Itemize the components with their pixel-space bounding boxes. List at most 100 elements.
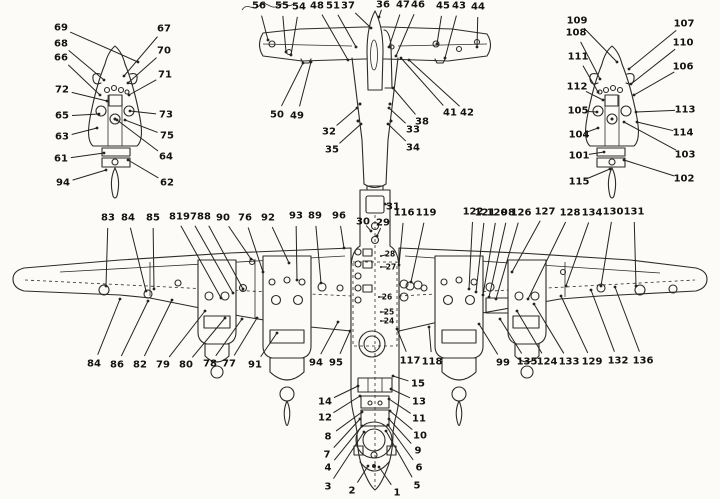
leader-line-126 (495, 222, 519, 300)
callout-80: 80 (179, 360, 193, 371)
leader-line-34 (387, 123, 407, 142)
callout-75: 75 (160, 131, 174, 142)
leader-dot-55 (284, 50, 288, 54)
handwritten-mark (241, 3, 294, 11)
callout-7: 7 (324, 450, 331, 461)
callout-126: 126 (511, 208, 532, 219)
leader-line-49 (299, 61, 312, 107)
leader-line-90 (228, 225, 252, 260)
leader-line-73 (129, 110, 157, 115)
leader-line-5 (385, 430, 413, 478)
leader-line-48 (321, 14, 349, 61)
callout-136: 136 (633, 356, 654, 367)
leader-dot-56 (266, 38, 270, 42)
leader-line-4 (333, 425, 363, 461)
leader-dot-112 (601, 98, 605, 102)
leader-dot-109 (615, 60, 619, 64)
callout-115: 115 (569, 177, 590, 188)
tail-cone-right (385, 57, 399, 185)
callout-124: 124 (537, 357, 558, 368)
callout-104: 104 (569, 130, 590, 141)
leader-dot-128 (526, 297, 530, 301)
leader-dot-28 (380, 255, 382, 257)
leader-line-32 (336, 107, 358, 126)
leader-line-38 (392, 87, 416, 115)
callout-88: 88 (197, 212, 211, 223)
leader-dot-4 (360, 424, 364, 428)
callout-68: 68 (54, 39, 68, 50)
leader-dot-15 (391, 374, 395, 378)
callout-114: 114 (673, 128, 694, 139)
leader-dot-108 (598, 77, 602, 81)
leader-line-109 (583, 27, 618, 63)
leader-dot-81 (219, 296, 223, 300)
leader-dot-41 (399, 56, 403, 60)
leader-line-121 (475, 222, 485, 293)
leader-dot-14 (356, 384, 360, 388)
leader-dot-98 (487, 295, 491, 299)
leader-line-65 (71, 113, 100, 116)
leader-dot-30 (369, 229, 373, 233)
callout-134: 134 (582, 208, 603, 219)
leader-line-105 (585, 110, 598, 113)
callout-110: 110 (673, 38, 694, 49)
leader-line-75 (124, 119, 158, 133)
leader-line-86 (120, 300, 149, 357)
leader-line-51 (337, 14, 357, 48)
rudder-fairing (383, 29, 393, 89)
leader-dot-136 (613, 285, 617, 289)
leader-line-85 (152, 227, 155, 290)
callout-81: 81 (169, 212, 183, 223)
right-wing-outline (398, 247, 708, 332)
leader-dot-96 (342, 246, 346, 250)
leader-line-79 (168, 310, 206, 358)
leader-dot-63 (95, 126, 99, 130)
leader-line-66 (67, 64, 101, 96)
callout-94: 94 (56, 178, 70, 189)
leader-dot-54 (289, 53, 293, 57)
callout-91: 91 (248, 360, 262, 371)
leader-dot-51 (354, 45, 358, 49)
leader-line-107 (628, 29, 677, 70)
leader-line-134 (565, 222, 590, 287)
callout-50: 50 (270, 110, 284, 121)
leader-dot-33 (387, 106, 391, 110)
callout-9: 9 (415, 446, 422, 457)
nose-dome (359, 461, 390, 472)
leader-line-13 (390, 388, 411, 399)
leader-dot-7 (358, 417, 362, 421)
callout-107: 107 (674, 19, 695, 30)
callout-82: 82 (133, 360, 147, 371)
callout-3: 3 (325, 482, 332, 493)
callout-43: 43 (452, 1, 466, 12)
leader-line-71 (128, 79, 157, 96)
leader-line-89 (315, 225, 322, 284)
callout-77: 77 (222, 359, 236, 370)
leader-line-94 (72, 169, 107, 181)
callout-32: 32 (322, 127, 336, 138)
callout-49: 49 (290, 111, 304, 122)
leader-dot-91 (275, 331, 279, 335)
leader-dot-92 (287, 261, 291, 265)
leader-line-15 (392, 375, 409, 382)
trim-tab-left (300, 58, 312, 64)
leader-dot-103 (622, 120, 626, 124)
leader-dot-3 (362, 430, 366, 434)
leader-dot-35 (359, 122, 363, 126)
leader-dot-49 (309, 60, 313, 64)
right-engine-front-view (584, 45, 640, 199)
leader-line-63 (71, 127, 98, 135)
leader-dot-69 (136, 60, 140, 64)
leader-line-91 (260, 332, 278, 358)
callout-45: 45 (436, 1, 450, 12)
leader-line-94 (320, 321, 339, 355)
leader-line-133 (533, 303, 565, 354)
callout-117: 117 (400, 356, 421, 367)
leader-dot-44 (475, 45, 479, 49)
leader-line-68 (68, 50, 105, 81)
leader-dot-85 (152, 287, 156, 291)
callout-2: 2 (349, 486, 356, 497)
leader-dot-68 (102, 78, 106, 82)
leader-line-56 (261, 15, 269, 41)
